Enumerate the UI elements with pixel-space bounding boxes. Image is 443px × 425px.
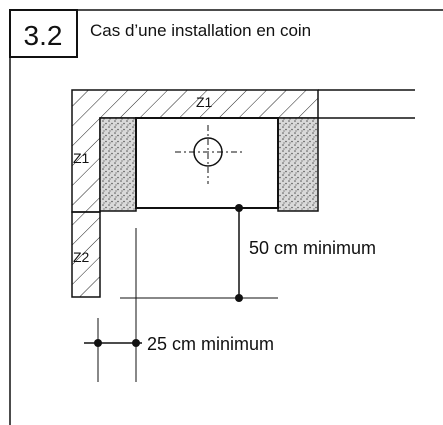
- hatched-lower-wall-z2: [71, 211, 101, 298]
- zone-label-left-z1: Z1: [73, 150, 90, 166]
- zone-label-left-z2: Z2: [73, 249, 90, 265]
- insulation-left: [99, 117, 137, 212]
- front-clearance-dim-dot-top: [235, 204, 243, 212]
- figure-number: 3.2: [24, 20, 63, 51]
- side-clearance-dim-dot-left: [94, 339, 102, 347]
- figure-title: Cas d’une installation en coin: [90, 21, 311, 40]
- side-clearance-label: 25 cm minimum: [147, 334, 274, 354]
- appliance-box: [135, 117, 279, 209]
- insulation-right: [277, 117, 319, 212]
- front-clearance-label: 50 cm minimum: [249, 238, 376, 258]
- side-clearance-dim-dot-right: [132, 339, 140, 347]
- figure-number-box: [9, 9, 78, 58]
- zone-label-top-z1: Z1: [196, 94, 213, 110]
